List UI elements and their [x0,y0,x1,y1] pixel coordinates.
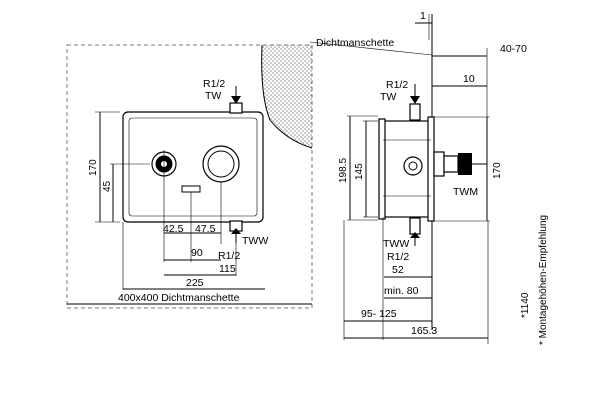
footnote-montagehoehe: * Montagehöhen-Empfehlung [538,215,549,345]
twm-outlet [458,153,472,175]
front-view [66,44,313,309]
label-dichtmanschette-top: Dichtmanschette [316,37,394,49]
label-dichtmanschette-bottom: 400x400 Dichtmanschette [118,292,240,304]
dim-90: 90 [191,247,203,259]
wall-section-hatch [261,45,312,148]
dim-165-3: 165.3 [411,325,437,337]
dim-170-left: 170 [88,159,99,176]
label-twm: TWM [453,186,478,198]
label-tww-left: TWW [242,235,268,247]
label-r12-tw-left: R1/2 [203,78,225,90]
side-view [309,14,490,344]
sealing-collar-outline [66,44,313,309]
inlet-tw-stub [229,102,243,114]
label-tw-right: TW [380,91,396,103]
dim-198-5: 198.5 [338,158,349,183]
dim-115: 115 [219,263,236,275]
dim-170-right: 170 [492,162,503,179]
label-r12-tww-right: R1/2 [387,251,409,263]
dim-47-5: 47.5 [195,223,216,235]
mixer-housing-front [122,111,264,223]
dim-10: 10 [463,73,475,85]
diverter-slot [181,185,201,193]
label-r12-tw-right: R1/2 [386,79,408,91]
dim-95-125: 95- 125 [361,308,397,320]
footnote-1140: *1140 [520,292,531,318]
dim-min80: min. 80 [384,285,419,297]
dim-1: 1 [420,10,426,22]
label-r12-tww-left: R1/2 [218,250,240,262]
label-tww-right: TWW [383,238,409,250]
dim-42-5: 42.5 [163,223,184,235]
label-tw-left: TW [205,90,221,102]
dim-225: 225 [186,277,204,289]
dim-52: 52 [392,264,404,276]
dim-145: 145 [354,163,365,180]
labels: Dichtmanschette 400x400 Dichtmanschette … [88,10,549,345]
dim-40-70: 40-70 [500,43,527,55]
dim-45: 45 [102,180,113,192]
